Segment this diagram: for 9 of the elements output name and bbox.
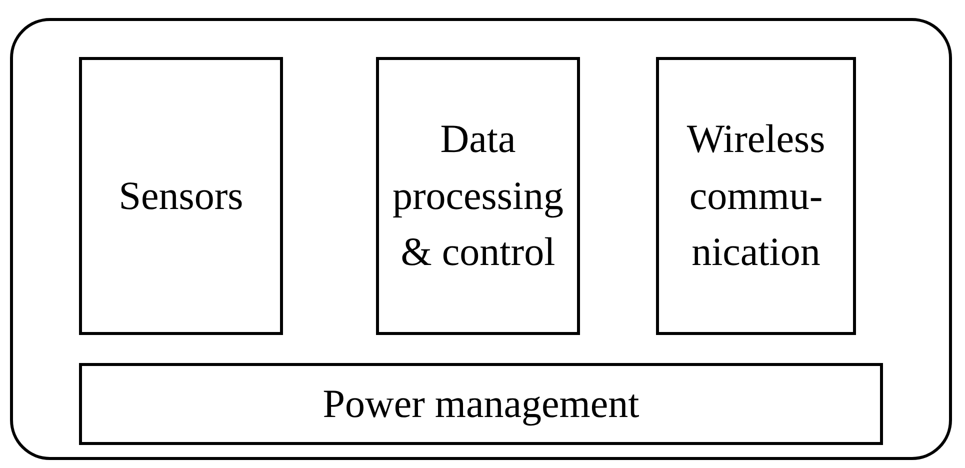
block-box <box>79 57 283 335</box>
block-label: Power management <box>322 380 640 428</box>
block-label: Data processing & control <box>391 114 565 276</box>
block-box <box>376 57 580 335</box>
block-label: Sensors <box>118 172 244 220</box>
block-label: Wireless commu- nication <box>686 114 826 276</box>
block-box <box>656 57 856 335</box>
block-box <box>79 363 883 445</box>
device-outline <box>10 18 952 460</box>
